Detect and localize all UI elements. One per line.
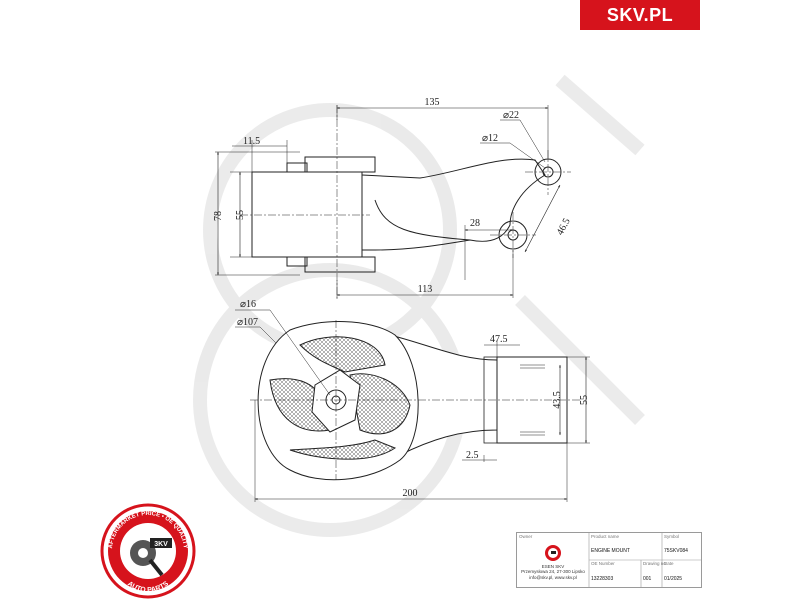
top-mount-body xyxy=(251,171,363,258)
tb-label-owner: Owner xyxy=(519,534,533,539)
tb-date: 01/2025 xyxy=(664,576,683,582)
tb-label-date: Date xyxy=(664,561,674,566)
dim-46-5 xyxy=(524,184,561,253)
label-200: 200 xyxy=(403,488,418,499)
tb-company-web: info@skv.pl, www.skv.pl xyxy=(529,574,577,580)
top-mount-cap-lower xyxy=(304,256,376,273)
seal-badge: 3KV xyxy=(154,541,168,548)
label-dia-16: ⌀16 xyxy=(240,299,256,310)
bottom-view-dims xyxy=(235,309,590,502)
gear-icon xyxy=(130,540,164,577)
rubber-lower xyxy=(289,439,397,460)
brand-logo-text: SKV.PL xyxy=(606,4,674,25)
tb-symbol: 75SKV084 xyxy=(664,548,688,554)
top-arm xyxy=(361,158,546,251)
bottom-view xyxy=(257,321,568,481)
rubber-upper xyxy=(299,336,386,373)
label-46-5: 46.5 xyxy=(555,217,573,238)
top-view xyxy=(215,105,571,300)
label-dia-12: ⌀12 xyxy=(482,133,498,144)
watermark xyxy=(193,74,645,537)
tb-label-symbol: Symbol xyxy=(664,534,680,539)
label-dia-107: ⌀107 xyxy=(237,317,258,328)
label-43-5: 43.5 xyxy=(552,391,563,409)
label-2-5: 2.5 xyxy=(466,450,479,461)
label-55-bottom: 55 xyxy=(579,395,590,405)
label-dia-22: ⌀22 xyxy=(503,110,519,121)
quality-seal: AFTERMARKET PRICE • OE QUALITY AUTO PART… xyxy=(100,503,196,599)
tb-label-oe: OE Number xyxy=(591,561,615,566)
tb-oe-number: 13228303 xyxy=(591,576,614,582)
rubber-right xyxy=(349,373,411,435)
tb-company-name: ESEN SKV xyxy=(541,564,565,569)
label-55-top: 55 xyxy=(235,210,246,220)
label-113: 113 xyxy=(418,284,433,295)
label-47-5: 47.5 xyxy=(490,334,508,345)
tb-label-drawing-no: Drawing no xyxy=(643,561,666,566)
label-135: 135 xyxy=(425,97,440,108)
tb-drawing-no: 001 xyxy=(643,576,652,582)
label-28: 28 xyxy=(470,218,480,229)
tb-product-name: ENGINE MOUNT xyxy=(591,548,630,554)
top-mount-cap-upper xyxy=(304,156,376,173)
tb-label-product: Product name xyxy=(591,534,620,539)
tb-company-block: ESEN SKV Przemysłowa 24, 27-300 Lipsko i… xyxy=(519,564,587,580)
tb-company-address: Przemysłowa 24, 27-300 Lipsko xyxy=(521,569,585,575)
title-block: Owner ESEN SKV Przemysłowa 24, 27-300 Li… xyxy=(516,532,702,588)
label-78: 78 xyxy=(213,211,224,221)
owner-logo-icon xyxy=(545,545,561,561)
label-11-5: 11.5 xyxy=(243,136,260,147)
brand-logo[interactable]: SKV.PL xyxy=(580,0,700,30)
